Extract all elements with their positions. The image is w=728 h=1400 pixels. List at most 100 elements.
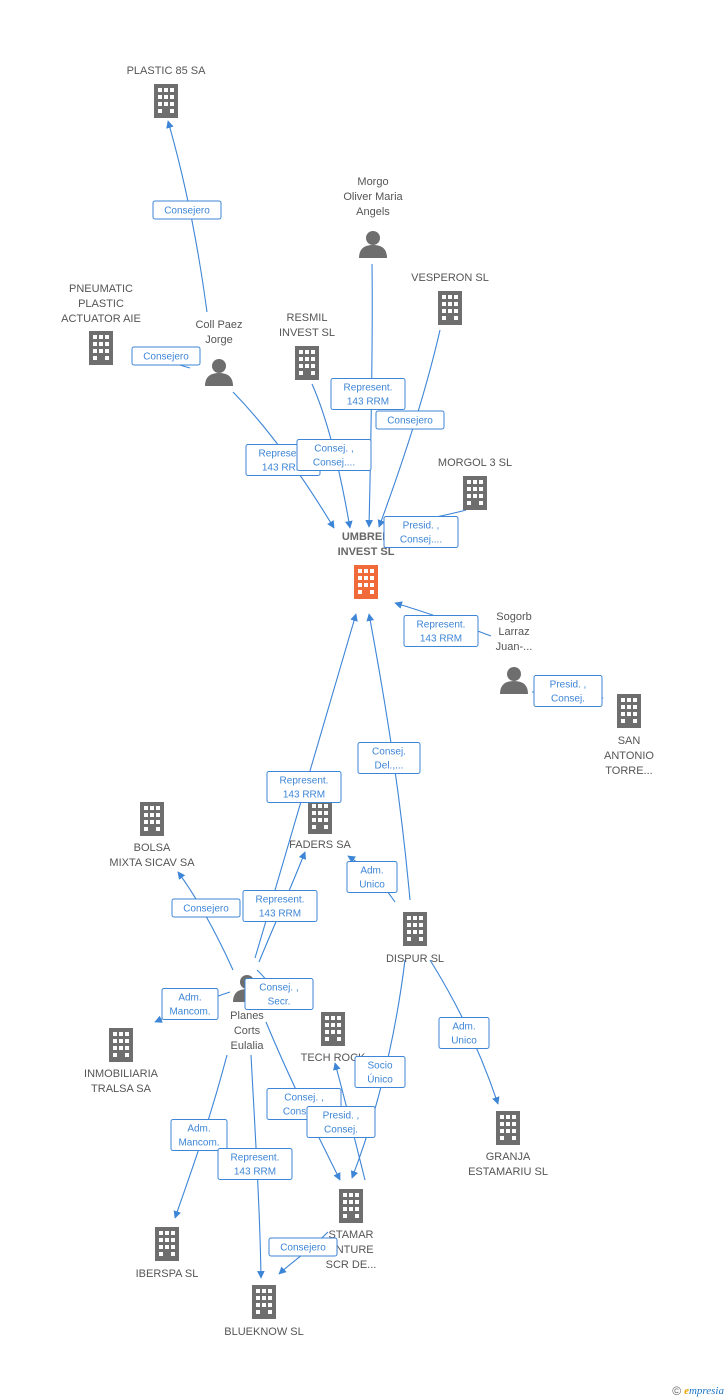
- node-plastic85[interactable]: PLASTIC 85 SA: [127, 65, 207, 118]
- edge-label-e21[interactable]: Adm.Mancom.: [170, 1119, 228, 1151]
- edge-label-box[interactable]: [171, 898, 241, 918]
- node-bolsa[interactable]: BOLSA MIXTA SICAV SA: [109, 802, 195, 869]
- building-icon[interactable]: [155, 1227, 179, 1261]
- node-label[interactable]: TRALSA SA: [91, 1083, 152, 1095]
- building-icon[interactable]: [154, 84, 178, 118]
- building-icon[interactable]: [354, 565, 378, 599]
- edge-label-e7[interactable]: Presid. ,Consej....: [383, 516, 459, 548]
- node-label[interactable]: Larraz: [498, 626, 529, 638]
- node-label[interactable]: ENTURE: [328, 1244, 373, 1256]
- node-faders[interactable]: FADERS SA: [289, 800, 352, 851]
- node-label[interactable]: SAN: [618, 735, 641, 747]
- node-label[interactable]: INVEST SL: [338, 546, 395, 558]
- node-label[interactable]: TORRE...: [605, 765, 652, 777]
- edge-label-e15[interactable]: Consej. ,Secr.: [244, 978, 314, 1010]
- building-icon[interactable]: [295, 346, 319, 380]
- node-sogorb[interactable]: SogorbLarrazJuan-...: [496, 611, 533, 694]
- edge-label-box[interactable]: [403, 615, 479, 647]
- edge-label-e5[interactable]: Represent.143 RRM: [330, 378, 406, 410]
- node-label[interactable]: ANTONIO: [604, 750, 654, 762]
- edge-label-box[interactable]: [161, 988, 219, 1020]
- edge-label-e10[interactable]: Represent.143 RRM: [266, 771, 342, 803]
- building-icon[interactable]: [140, 802, 164, 836]
- node-label[interactable]: Juan-...: [496, 641, 533, 653]
- node-label[interactable]: Jorge: [205, 334, 233, 346]
- edge-label-box[interactable]: [357, 742, 421, 774]
- node-sanantonio[interactable]: SAN ANTONIO TORRE...: [604, 694, 654, 777]
- edge-label-e1[interactable]: Consejero: [152, 200, 222, 220]
- node-label[interactable]: IBERSPA SL: [136, 1268, 199, 1280]
- node-granja[interactable]: GRANJA ESTAMARIU SL: [468, 1111, 548, 1178]
- edge-label-e12[interactable]: Adm.Unico: [346, 861, 398, 893]
- node-label[interactable]: RESMIL: [287, 312, 328, 324]
- edge-label-box[interactable]: [354, 1056, 406, 1088]
- node-label[interactable]: ACTUATOR AIE: [61, 313, 141, 325]
- person-icon[interactable]: [500, 667, 528, 694]
- node-label[interactable]: Oliver Maria: [343, 191, 403, 203]
- building-icon[interactable]: [617, 694, 641, 728]
- building-icon[interactable]: [496, 1111, 520, 1145]
- node-blueknow[interactable]: BLUEKNOW SL: [224, 1285, 304, 1338]
- edge-label-box[interactable]: [131, 346, 201, 366]
- node-label[interactable]: Eulalia: [230, 1040, 264, 1052]
- node-label[interactable]: Angels: [356, 206, 390, 218]
- building-icon[interactable]: [403, 912, 427, 946]
- edge-label-e20[interactable]: Presid. ,Consej.: [306, 1106, 376, 1138]
- node-label[interactable]: STAMAR: [328, 1229, 373, 1241]
- node-vesperon[interactable]: VESPERON SL: [411, 272, 489, 325]
- edge-label-box[interactable]: [375, 410, 445, 430]
- node-label[interactable]: Coll Paez: [195, 319, 242, 331]
- edge-label-box[interactable]: [268, 1237, 338, 1257]
- building-icon[interactable]: [89, 331, 113, 365]
- building-icon[interactable]: [438, 291, 462, 325]
- node-label[interactable]: UMBRER: [342, 531, 390, 543]
- edge-label-e23[interactable]: Consejero: [268, 1237, 338, 1257]
- node-iberspa[interactable]: IBERSPA SL: [136, 1227, 199, 1280]
- node-resmil[interactable]: RESMIL INVEST SL: [279, 312, 335, 380]
- node-label[interactable]: Corts: [234, 1025, 261, 1037]
- edge-label-box[interactable]: [383, 516, 459, 548]
- edge-label-box[interactable]: [242, 890, 318, 922]
- edge-label-box[interactable]: [296, 439, 372, 471]
- edge-label-e13[interactable]: Consejero: [171, 898, 241, 918]
- edge-label-e4[interactable]: Consej. ,Consej....: [296, 439, 372, 471]
- edge-label-box[interactable]: [306, 1106, 376, 1138]
- edge-label-e8[interactable]: Represent.143 RRM: [403, 615, 479, 647]
- edge-label-box[interactable]: [266, 771, 342, 803]
- brand-logo[interactable]: empresia: [684, 1385, 724, 1397]
- node-techrock[interactable]: TECH ROCK: [301, 1012, 366, 1064]
- building-icon[interactable]: [308, 800, 332, 834]
- edge-label-box[interactable]: [152, 200, 222, 220]
- edge-label-e11[interactable]: Consej.Del.,...: [357, 742, 421, 774]
- person-icon[interactable]: [205, 359, 233, 386]
- node-label[interactable]: Morgo: [357, 176, 388, 188]
- node-label[interactable]: GRANJA: [486, 1151, 531, 1163]
- building-icon[interactable]: [252, 1285, 276, 1319]
- node-label[interactable]: BOLSA: [134, 842, 171, 854]
- node-label[interactable]: ESTAMARIU SL: [468, 1166, 548, 1178]
- edge-label-e18[interactable]: Adm.Unico: [438, 1017, 490, 1049]
- node-label[interactable]: Planes: [230, 1010, 264, 1022]
- node-label[interactable]: INVEST SL: [279, 327, 335, 339]
- node-label[interactable]: FADERS SA: [289, 839, 351, 851]
- node-label[interactable]: BLUEKNOW SL: [224, 1326, 303, 1338]
- edge-label-box[interactable]: [244, 978, 314, 1010]
- node-label[interactable]: PLASTIC: [78, 298, 124, 310]
- node-dispur[interactable]: DISPUR SL: [386, 912, 444, 965]
- node-umbrer[interactable]: UMBRER INVEST SL: [338, 531, 395, 599]
- edge-label-box[interactable]: [330, 378, 406, 410]
- node-label[interactable]: DISPUR SL: [386, 953, 444, 965]
- node-label[interactable]: Sogorb: [496, 611, 531, 623]
- building-icon[interactable]: [463, 476, 487, 510]
- node-label[interactable]: PLASTIC 85 SA: [127, 65, 207, 77]
- node-label[interactable]: VESPERON SL: [411, 272, 489, 284]
- node-label[interactable]: MIXTA SICAV SA: [109, 857, 195, 869]
- edge-label-e6[interactable]: Consejero: [375, 410, 445, 430]
- edge-label-e2[interactable]: Consejero: [131, 346, 201, 366]
- node-morgol3[interactable]: MORGOL 3 SL: [438, 457, 512, 510]
